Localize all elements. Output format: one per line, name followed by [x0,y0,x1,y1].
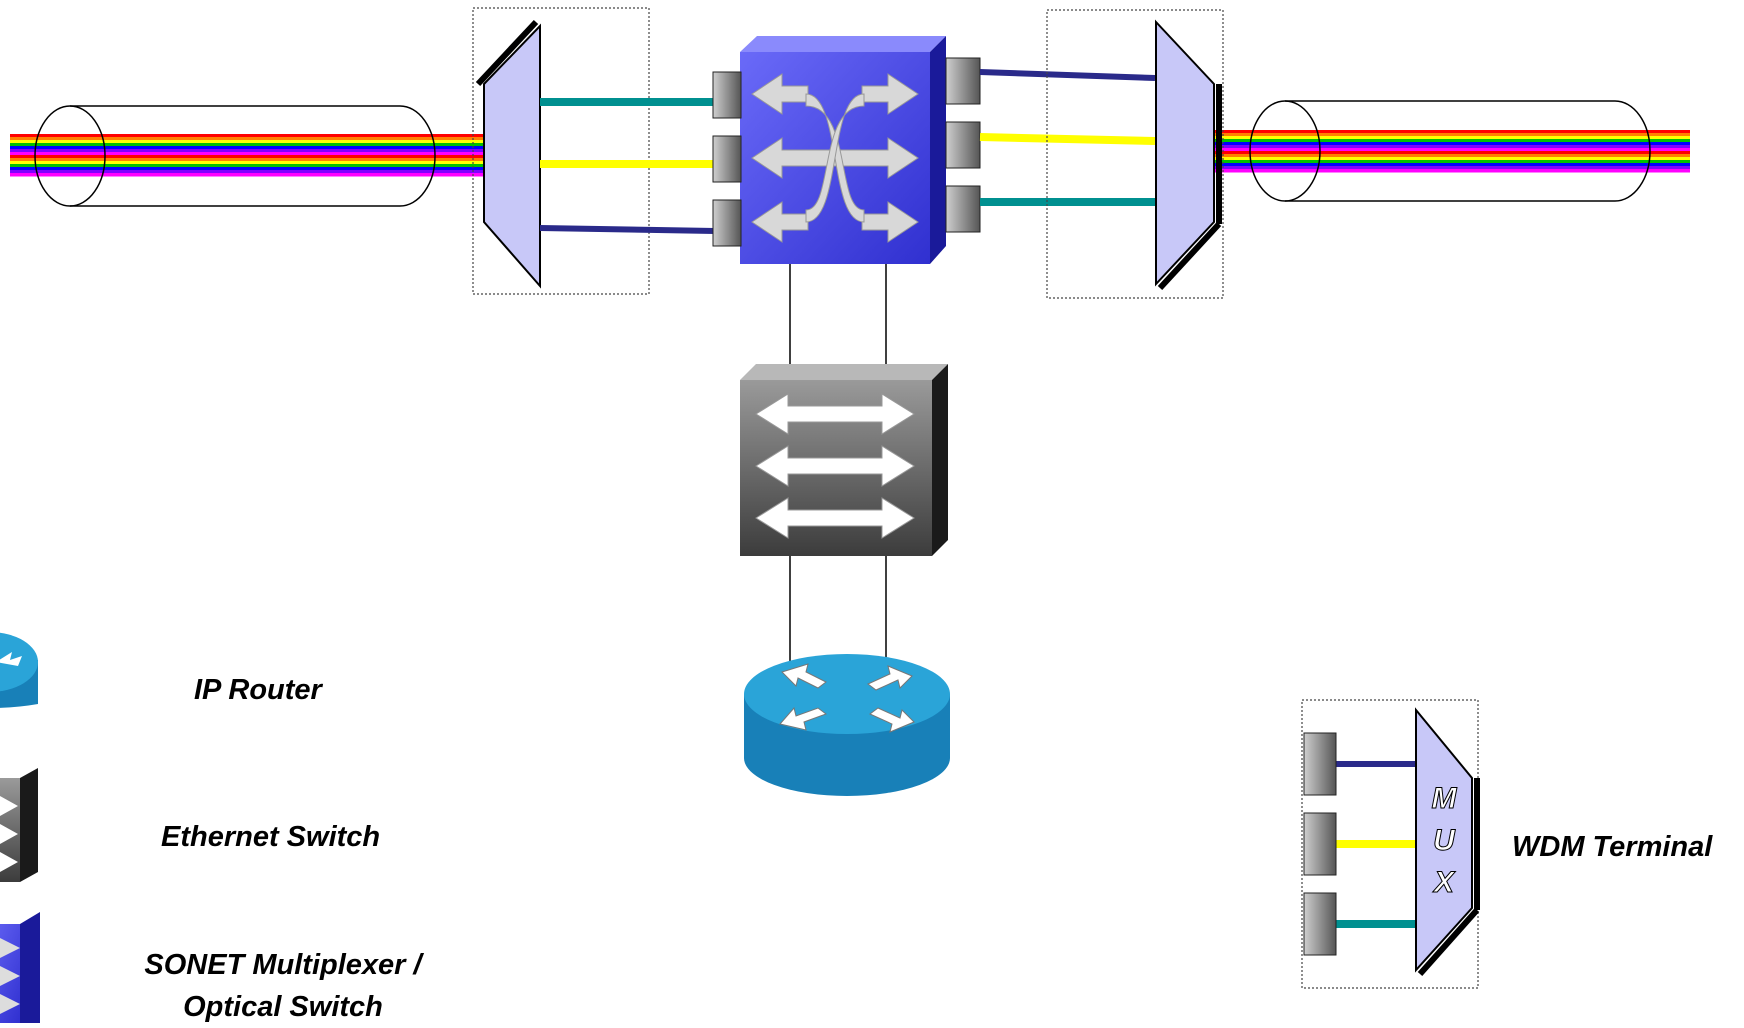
right-wdm-boundary [1046,9,1224,299]
left-fiber [10,105,488,207]
legend-sonet-label-line1: SONET Multiplexer / [144,949,422,981]
sonet-port-right-1 [945,57,981,105]
wavelength-stripe [1214,169,1690,173]
right-yellow-link [979,133,1156,145]
wavelength-stripe [1214,133,1690,137]
sonet-top-face [740,36,946,52]
device-links [789,264,887,672]
switch-arrows-icon [755,393,915,539]
legend-wdm-terminal-icon: M U X [1301,699,1480,989]
legend-wdm-terminal-label: WDM Terminal [1512,831,1713,863]
ethernet-switch [740,364,948,556]
left-navy-link [539,225,716,234]
wavelength-stripe [1214,142,1690,146]
wavelength-stripe [1214,157,1690,161]
sonet-port-left-3 [712,199,742,247]
router-top [744,654,950,734]
wavelength-stripe [1214,154,1690,158]
wavelength-stripe [1214,139,1690,143]
wavelength-stripe [10,170,488,174]
sonet-port-left-2 [712,135,742,183]
right-navy-link [979,69,1156,81]
wavelength-stripe [1214,163,1690,167]
cross-connect-arrows-icon [751,73,919,243]
mux-letter-x: X [1432,866,1456,899]
right-wdm-terminal [1046,9,1224,299]
wavelength-stripe [10,149,488,153]
legend-sonet-label-line2: Optical Switch [183,991,383,1023]
wavelength-stripe [1214,136,1690,140]
left-wdm-boundary [472,7,650,295]
legend-sonet-icon [0,912,40,1023]
mux-letter-u: U [1433,824,1456,857]
router-arrows-icon [779,663,915,733]
legend-ip-router-label: IP Router [194,674,322,706]
right-fiber [1214,100,1690,202]
right-fiber-cable-end [1249,100,1321,202]
wavelength-stripe [10,134,488,138]
sonet-side-face [930,36,946,264]
wavelength-stripe [1214,130,1690,134]
wavelength-stripe [10,164,488,168]
wavelength-stripe [1214,151,1690,155]
sonet-port-right-2 [945,121,981,169]
left-fiber-cable-end [34,105,106,207]
ip-router [744,654,950,796]
right-wdm-shadow-bottom [1157,221,1222,291]
wavelength-stripe [1214,160,1690,164]
wavelength-stripe [1214,145,1690,149]
switch-side-face [932,364,948,556]
right-fiber-wavelengths [1214,130,1690,173]
left-wavelength-links [539,98,716,234]
legend-ethernet-switch-label: Ethernet Switch [161,821,381,853]
sonet-port-right-3 [945,185,981,233]
wavelength-stripe [10,158,488,162]
left-fiber-wavelengths [10,134,488,177]
mux-letter-m: M [1432,782,1458,815]
wavelength-stripe [1214,166,1690,170]
left-wdm-terminal [472,7,650,295]
right-fiber-cable [1285,100,1651,202]
legend-switch-icon [0,768,38,882]
left-wdm-shadow [475,19,539,87]
wavelength-stripe [1214,148,1690,152]
wavelength-stripe [10,155,488,159]
switch-top-face [740,364,948,380]
wavelength-stripe [10,173,488,177]
wavelength-stripe [10,152,488,156]
left-wdm-mux [483,23,541,289]
right-wdm-mux [1155,19,1215,287]
wavelength-stripe [10,137,488,141]
wavelength-stripe [10,161,488,165]
legend-router-icon [0,632,38,708]
sonet-port-left-1 [712,71,742,119]
wavelength-stripe [10,143,488,147]
sonet-optical-switch [712,36,981,264]
left-fiber-cable [70,105,436,207]
legend-sonet-label: SONET Multiplexer / Optical Switch [128,944,438,1028]
right-wavelength-links [979,69,1156,206]
wavelength-stripe [10,146,488,150]
wavelength-stripe [10,140,488,144]
wavelength-stripe [10,167,488,171]
